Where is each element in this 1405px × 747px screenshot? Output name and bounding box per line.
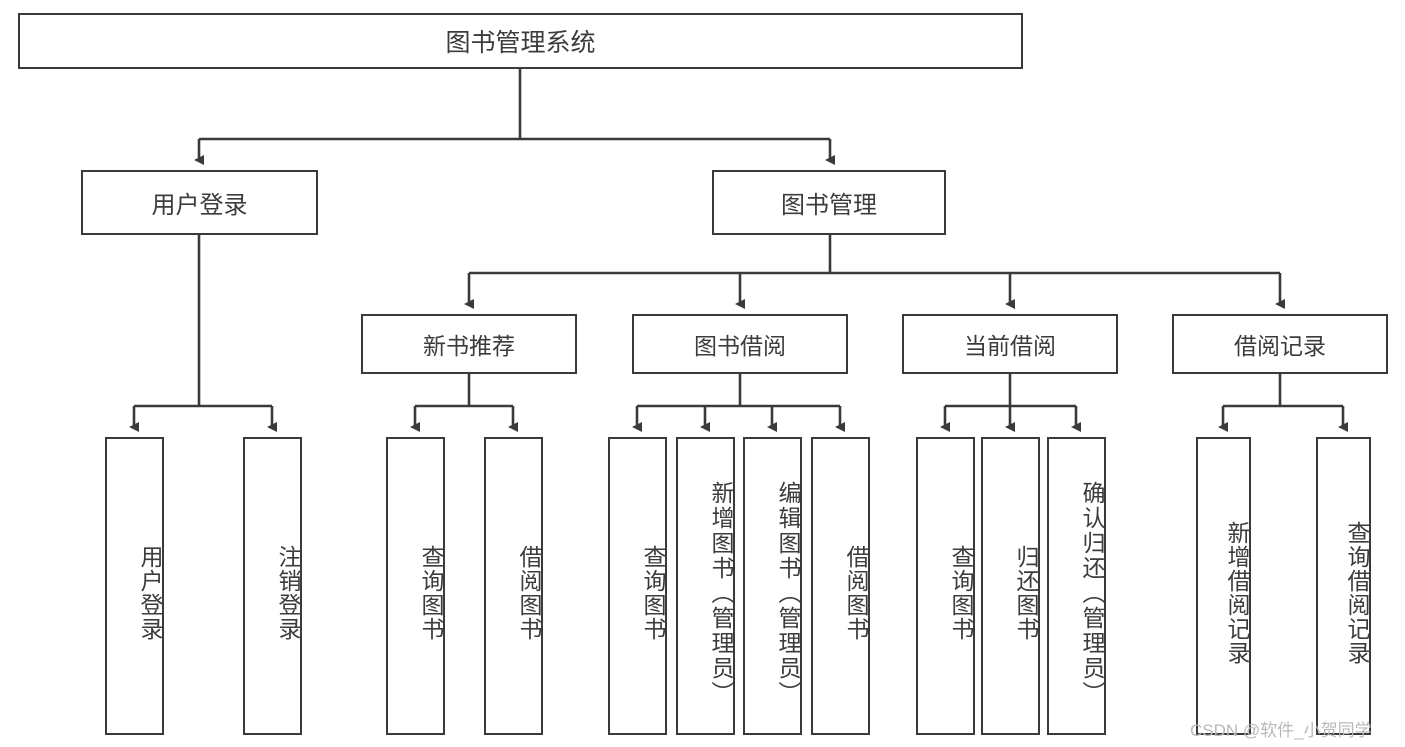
node-new-book-rec-label: 新书推荐 [423, 333, 515, 359]
node-root-label: 图书管理系统 [445, 29, 596, 57]
node-new-book-rec[interactable]: 新书推荐 [361, 314, 577, 374]
node-book-borrow-label: 图书借阅 [694, 333, 786, 359]
node-leaf-add-book-label: 新增图书（管理员） [708, 480, 734, 706]
node-book-manage[interactable]: 图书管理 [712, 170, 946, 235]
csdn-watermark: CSDN @软件_小贺同学 [1190, 721, 1372, 740]
node-leaf-borrow-book-rec[interactable]: 借阅图书 [484, 437, 543, 735]
node-borrow-record[interactable]: 借阅记录 [1172, 314, 1388, 374]
node-leaf-confirm-return-label: 确认归还（管理员） [1079, 480, 1105, 706]
node-borrow-record-label: 借阅记录 [1234, 333, 1326, 359]
node-leaf-query-book-rec[interactable]: 查询图书 [386, 437, 445, 735]
node-leaf-borrow-book-rec-label: 借阅图书 [516, 545, 542, 641]
node-leaf-add-book[interactable]: 新增图书（管理员） [676, 437, 735, 735]
node-leaf-edit-book[interactable]: 编辑图书（管理员） [743, 437, 802, 735]
node-leaf-return-book[interactable]: 归还图书 [981, 437, 1040, 735]
node-leaf-query-book-c[interactable]: 查询图书 [916, 437, 975, 735]
node-current-borrow-label: 当前借阅 [964, 333, 1056, 359]
node-book-manage-label: 图书管理 [781, 192, 877, 219]
node-leaf-user-login-label: 用户登录 [137, 545, 163, 641]
node-leaf-add-record[interactable]: 新增借阅记录 [1196, 437, 1251, 735]
node-leaf-query-record[interactable]: 查询借阅记录 [1316, 437, 1371, 735]
node-leaf-logout-label: 注销登录 [275, 545, 301, 641]
node-leaf-confirm-return[interactable]: 确认归还（管理员） [1047, 437, 1106, 735]
node-root[interactable]: 图书管理系统 [18, 13, 1023, 69]
node-leaf-user-login[interactable]: 用户登录 [105, 437, 164, 735]
node-leaf-query-book-c-label: 查询图书 [948, 545, 974, 641]
node-leaf-query-book-b-label: 查询图书 [640, 545, 666, 641]
node-leaf-add-record-label: 新增借阅记录 [1224, 521, 1250, 665]
node-leaf-logout[interactable]: 注销登录 [243, 437, 302, 735]
node-leaf-query-book-b[interactable]: 查询图书 [608, 437, 667, 735]
node-leaf-borrow-book-b[interactable]: 借阅图书 [811, 437, 870, 735]
node-leaf-return-book-label: 归还图书 [1013, 545, 1039, 641]
node-leaf-edit-book-label: 编辑图书（管理员） [775, 480, 801, 706]
node-leaf-query-book-rec-label: 查询图书 [418, 545, 444, 641]
node-leaf-query-record-label: 查询借阅记录 [1344, 521, 1370, 665]
node-leaf-borrow-book-b-label: 借阅图书 [843, 545, 869, 641]
node-user-login[interactable]: 用户登录 [81, 170, 318, 235]
node-book-borrow[interactable]: 图书借阅 [632, 314, 848, 374]
node-current-borrow[interactable]: 当前借阅 [902, 314, 1118, 374]
node-user-login-label: 用户登录 [151, 192, 248, 219]
